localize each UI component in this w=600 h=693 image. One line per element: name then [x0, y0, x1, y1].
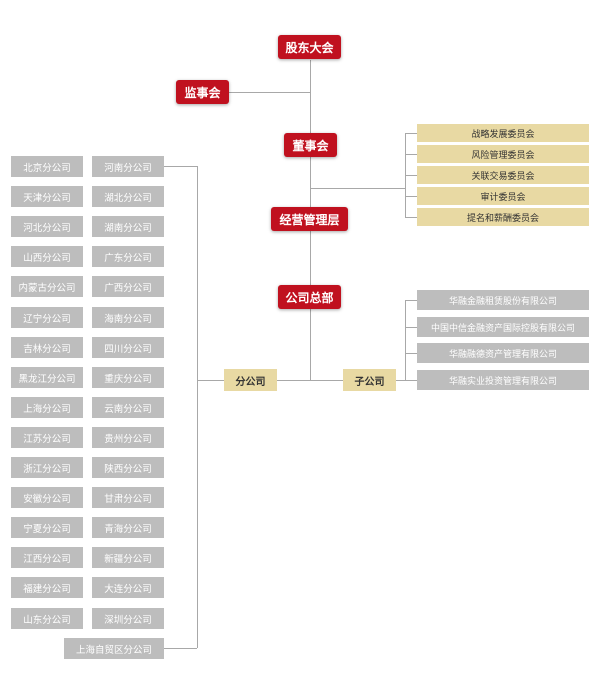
connector-branch-bracket-v	[197, 166, 198, 648]
branch-box: 山西分公司	[11, 246, 83, 267]
branch-box: 吉林分公司	[11, 337, 83, 358]
subsidiary-box: 华融金融租赁股份有限公司	[417, 290, 589, 310]
connector-sub-tick	[405, 380, 417, 381]
branch-box: 甘肃分公司	[92, 487, 164, 508]
branch-box: 北京分公司	[11, 156, 83, 177]
branch-box: 河北分公司	[11, 216, 83, 237]
branch-box: 天津分公司	[11, 186, 83, 207]
committee-box: 战略发展委员会	[417, 124, 589, 142]
management-box: 经营管理层	[271, 207, 348, 231]
committee-box: 提名和薪酬委员会	[417, 208, 589, 226]
branch-box: 河南分公司	[92, 156, 164, 177]
subsidiary-box: 华融实业投资管理有限公司	[417, 370, 589, 390]
subsidiary-label-box: 子公司	[343, 369, 396, 391]
branch-box: 黑龙江分公司	[11, 367, 83, 388]
branch-box: 云南分公司	[92, 397, 164, 418]
committee-box: 风险管理委员会	[417, 145, 589, 163]
connector-branch-bracket-mid	[197, 380, 224, 381]
connector-sub-tick	[405, 353, 417, 354]
branch-box: 江西分公司	[11, 547, 83, 568]
board-box: 董事会	[284, 133, 337, 157]
committee-box: 审计委员会	[417, 187, 589, 205]
branch-box: 山东分公司	[11, 608, 83, 629]
connector-branch-sub-h	[277, 380, 343, 381]
branch-box: 上海分公司	[11, 397, 83, 418]
branch-box: 大连分公司	[92, 577, 164, 598]
branch-label-box: 分公司	[224, 369, 277, 391]
branch-box-extra: 上海自贸区分公司	[64, 638, 164, 659]
connector-committee-tick	[405, 133, 417, 134]
connector-committee-tick	[405, 154, 417, 155]
connector-branch-bracket-bottom	[164, 648, 197, 649]
connector-committee-tick	[405, 175, 417, 176]
branch-box: 青海分公司	[92, 517, 164, 538]
connector-sub-v	[405, 300, 406, 380]
connector-committee-tick	[405, 217, 417, 218]
branch-box: 江苏分公司	[11, 427, 83, 448]
branch-box: 四川分公司	[92, 337, 164, 358]
connector-sub-tick	[405, 327, 417, 328]
connector-supervisory	[229, 92, 310, 93]
subsidiary-box: 中国中信金融资产国际控股有限公司	[417, 317, 589, 337]
branch-box: 广西分公司	[92, 276, 164, 297]
branch-box: 宁夏分公司	[11, 517, 83, 538]
branch-box: 安徽分公司	[11, 487, 83, 508]
connector-sub-tick	[405, 300, 417, 301]
supervisory-box: 监事会	[176, 80, 229, 104]
branch-box: 内蒙古分公司	[11, 276, 83, 297]
branch-box: 新疆分公司	[92, 547, 164, 568]
committee-box: 关联交易委员会	[417, 166, 589, 184]
branch-box: 辽宁分公司	[11, 307, 83, 328]
branch-box: 湖南分公司	[92, 216, 164, 237]
connector-branch-bracket-top	[164, 166, 197, 167]
branch-box: 海南分公司	[92, 307, 164, 328]
headquarters-box: 公司总部	[278, 285, 341, 309]
branch-box: 贵州分公司	[92, 427, 164, 448]
connector-committee-h	[310, 188, 405, 189]
connector-committee-tick	[405, 196, 417, 197]
branch-box: 广东分公司	[92, 246, 164, 267]
shareholders-box: 股东大会	[278, 35, 341, 59]
branch-box: 陕西分公司	[92, 457, 164, 478]
branch-box: 福建分公司	[11, 577, 83, 598]
branch-box: 浙江分公司	[11, 457, 83, 478]
subsidiary-box: 华融融德资产管理有限公司	[417, 343, 589, 363]
connector-sub-h	[396, 380, 405, 381]
branch-box: 重庆分公司	[92, 367, 164, 388]
branch-box: 湖北分公司	[92, 186, 164, 207]
branch-box: 深圳分公司	[92, 608, 164, 629]
